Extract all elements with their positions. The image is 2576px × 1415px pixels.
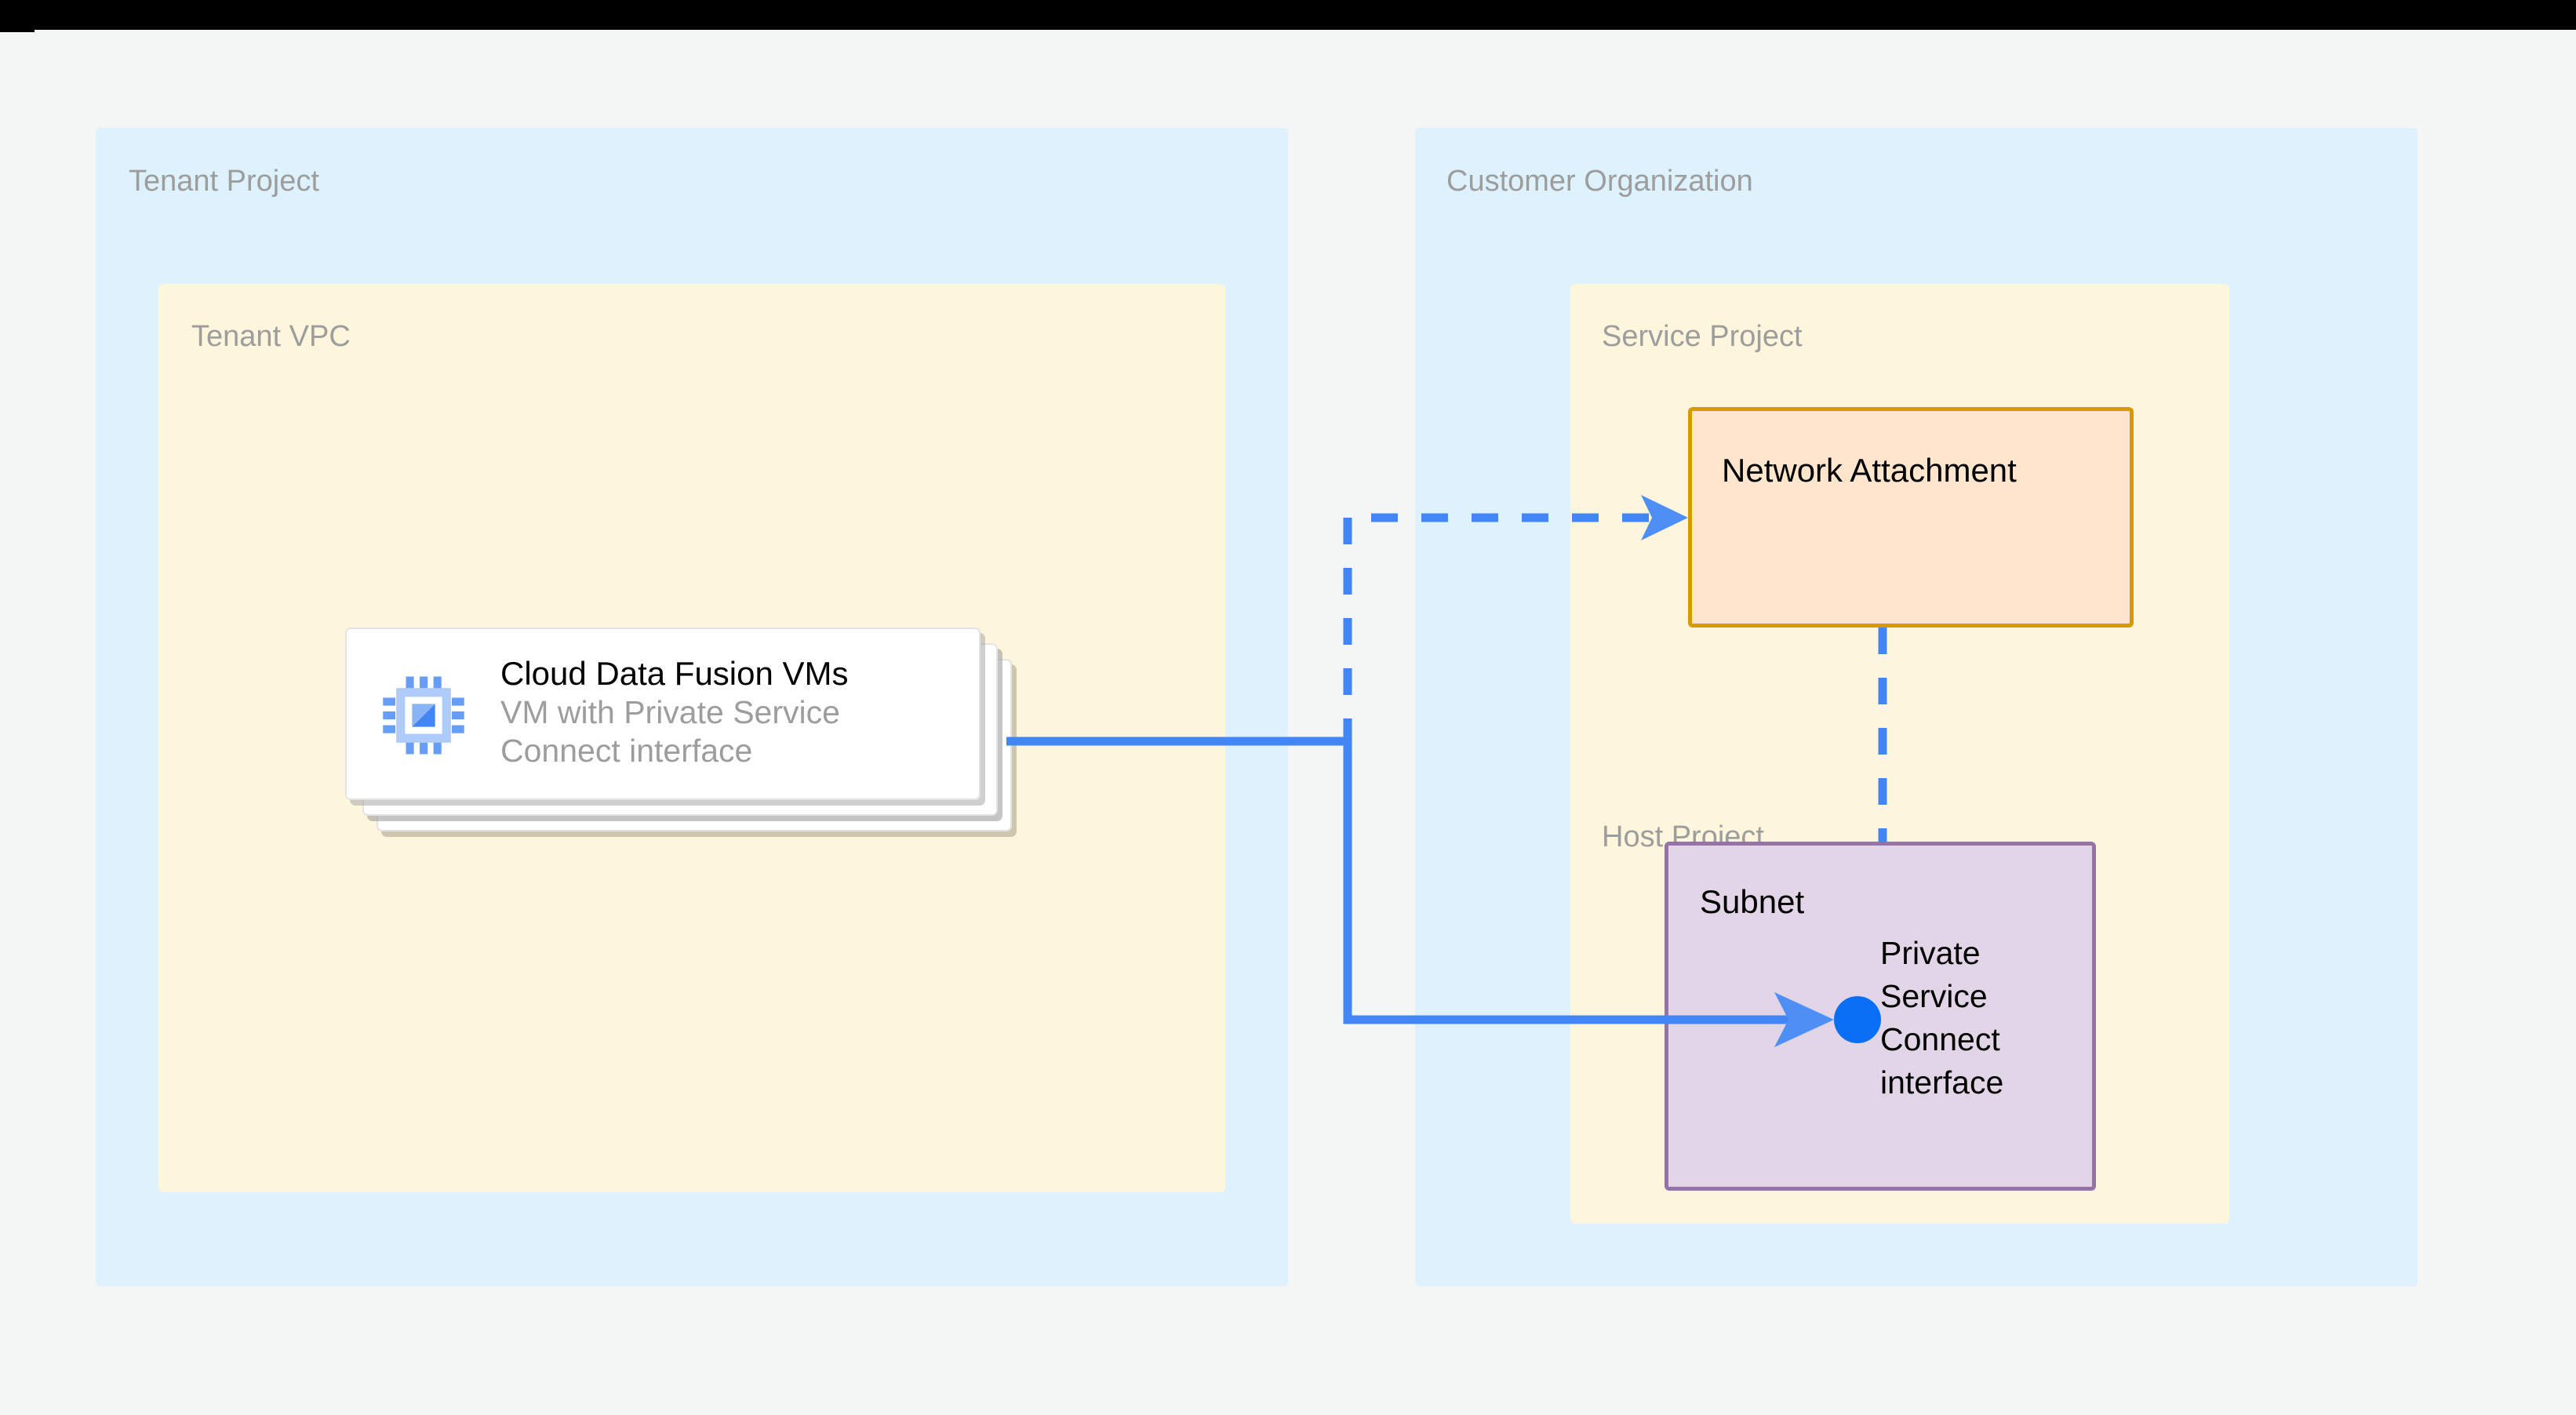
chip-icon <box>381 673 466 758</box>
tenant-vpc-label: Tenant VPC <box>191 320 351 353</box>
customer-organization-label: Customer Organization <box>1446 165 1753 198</box>
vm-title: Cloud Data Fusion VMs <box>500 655 849 692</box>
service-project-label: Service Project <box>1602 320 1803 353</box>
subnet-node[interactable]: Subnet Private Service Connect interface <box>1665 842 2096 1191</box>
private-service-connect-interface-label: Private Service Connect interface <box>1880 935 2004 1100</box>
vm-subtitle: VM with Private Service Connect interfac… <box>500 693 840 769</box>
vm-card-front[interactable]: Cloud Data Fusion VMs VM with Private Se… <box>345 627 981 800</box>
tenant-project-label: Tenant Project <box>129 165 319 198</box>
subnet-label: Subnet <box>1700 883 1805 920</box>
network-attachment-label: Network Attachment <box>1722 452 2017 489</box>
vm-text-block: Cloud Data Fusion VMs VM with Private Se… <box>500 654 971 770</box>
top-black-bar-notch <box>0 0 35 32</box>
network-attachment-node[interactable]: Network Attachment <box>1688 407 2134 627</box>
cloud-data-fusion-vm-stack[interactable]: Cloud Data Fusion VMs VM with Private Se… <box>345 627 1020 831</box>
top-black-bar <box>0 0 2576 30</box>
